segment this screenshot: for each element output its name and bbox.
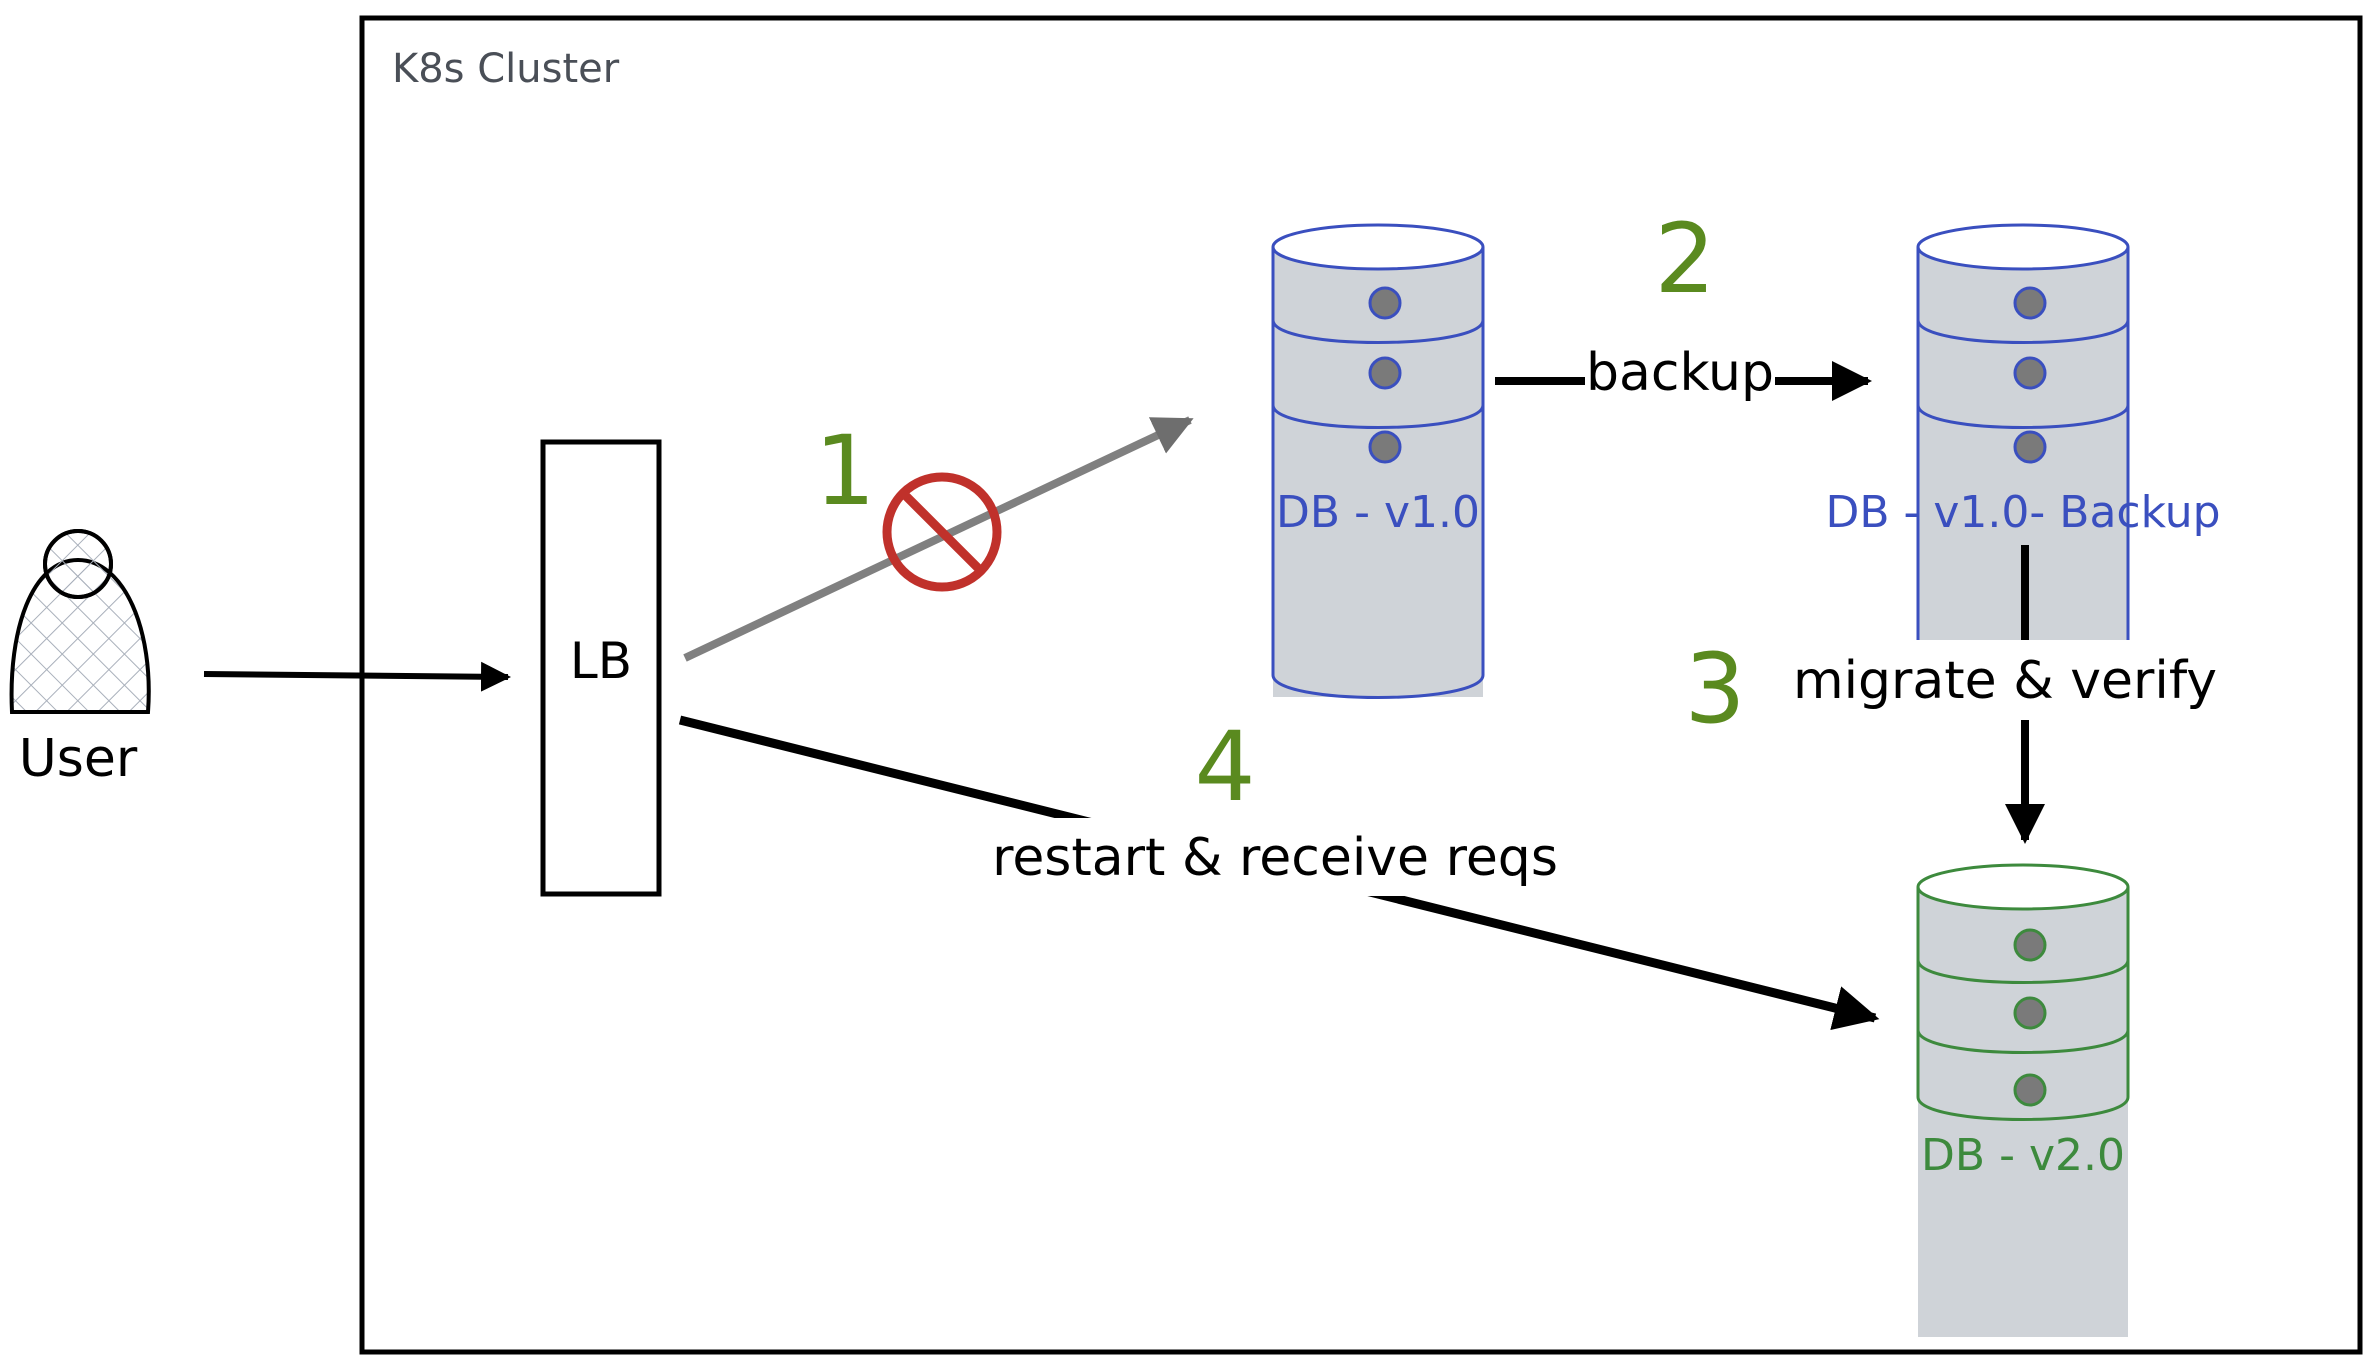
k8s-cluster: K8s Cluster: [359, 15, 2363, 1355]
step-1: 1: [814, 415, 875, 527]
db-v1: DB - v1.0: [1271, 223, 1485, 699]
blocked-arrow: [683, 416, 1194, 662]
migrate-label-bg: [1792, 640, 2222, 720]
step-4: 4: [1194, 711, 1255, 823]
user-label: User: [19, 729, 138, 789]
lb-label: LB: [570, 632, 632, 690]
step-2: 2: [1654, 203, 1715, 315]
load-balancer: LB: [540, 439, 662, 897]
backup-label: backup: [1586, 343, 1774, 403]
step-3: 3: [1684, 633, 1745, 745]
cluster-label: K8s Cluster: [392, 46, 620, 92]
db-label: DB - v1.0: [1276, 487, 1480, 538]
restart-label: restart & receive reqs: [992, 828, 1558, 888]
backup-label-bg: [1585, 340, 1775, 412]
db-v2: DB - v2.0: [1916, 863, 2130, 1337]
restart-label-bg: [985, 818, 1565, 896]
db-label: DB - v2.0: [1921, 1130, 2125, 1181]
person-icon: [9, 529, 151, 714]
db-label: DB - v1.0- Backup: [1825, 487, 2220, 538]
migrate-label: migrate & verify: [1793, 651, 2217, 711]
user-node: User: [9, 529, 151, 789]
database-icon: [1916, 863, 2130, 1337]
database-icon: [1271, 223, 1485, 699]
user-to-lb-arrow: [203, 661, 511, 692]
no-entry-icon: [882, 472, 1002, 592]
